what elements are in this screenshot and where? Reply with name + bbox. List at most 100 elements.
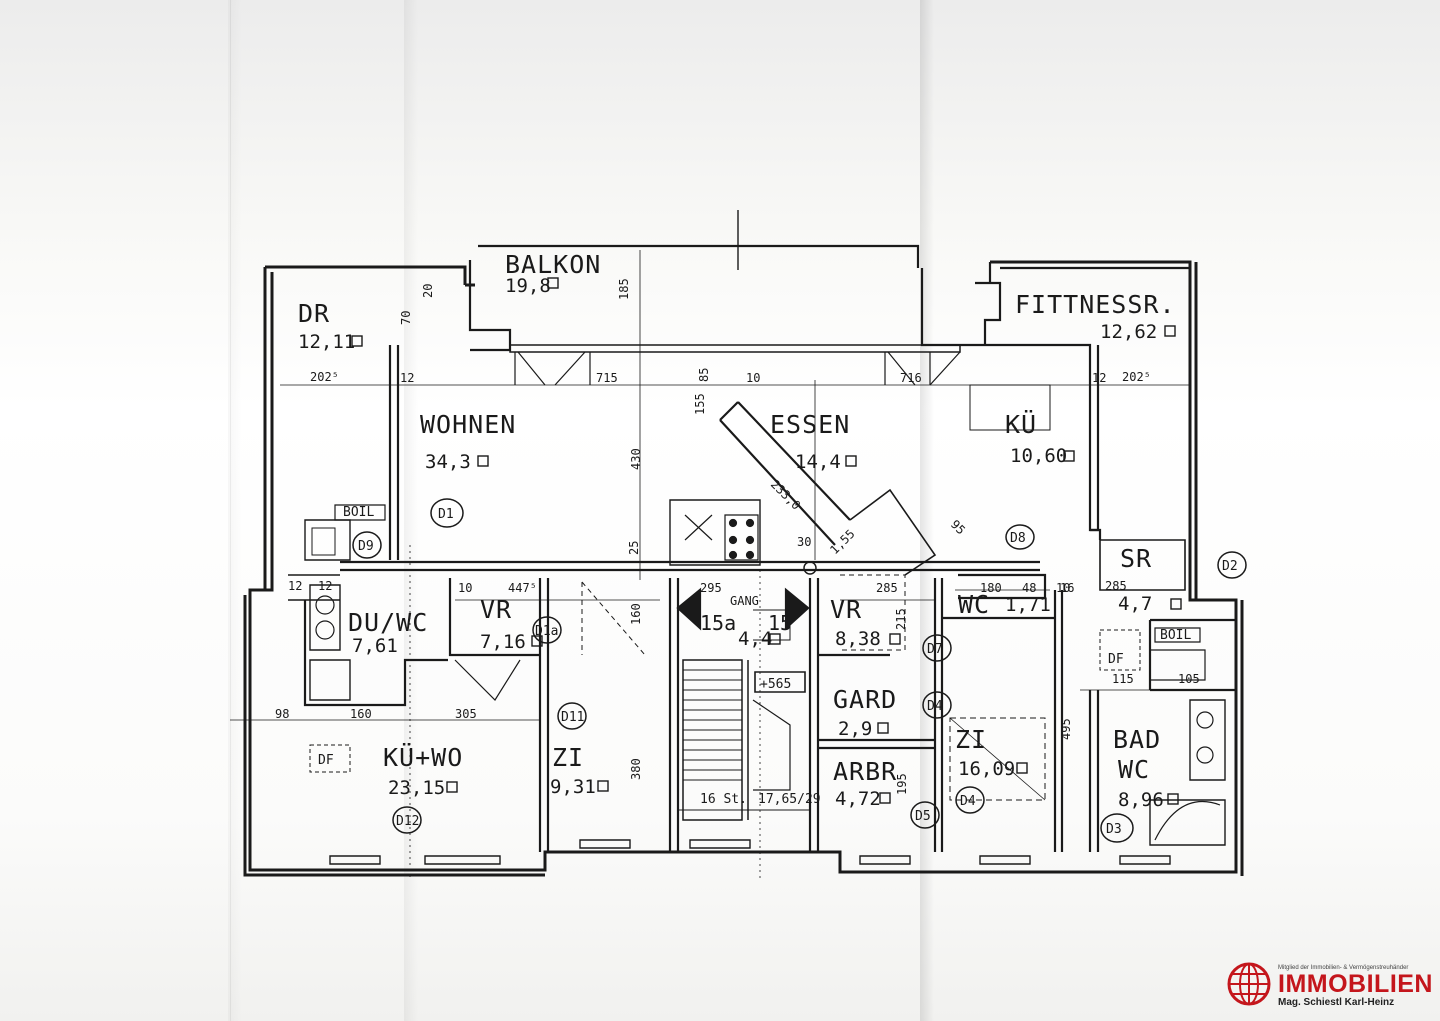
paper-fold xyxy=(228,0,242,1021)
dimension-label: 202⁵ xyxy=(1122,370,1151,384)
dimension-label: 70 xyxy=(399,311,413,325)
dimension-label: 115 xyxy=(1112,672,1134,686)
room-area-fitness: 12,62 xyxy=(1100,321,1157,343)
room-area-vr1: 7,16 xyxy=(480,631,526,653)
dimension-label: 48 xyxy=(1022,581,1036,595)
dimension-label: 20 xyxy=(421,284,435,298)
dimension-label: 233,0 xyxy=(768,477,803,512)
dimension-label: 202⁵ xyxy=(310,370,339,384)
room-area-bad: 8,96 xyxy=(1118,789,1164,811)
dimension-label: 285 xyxy=(1105,579,1127,593)
room-name-kue: KÜ xyxy=(1005,410,1037,439)
door-tag-d1a: D1a xyxy=(535,624,558,639)
paper-fold xyxy=(920,0,934,1021)
room-area-zi1: 9,31 xyxy=(550,776,596,798)
dimension-label: 716 xyxy=(900,371,922,385)
room-name-vr2: VR xyxy=(830,595,862,624)
room-name-bad-wc: WC xyxy=(1118,755,1150,784)
dimension-label: 12 xyxy=(288,579,302,593)
room-name-zi2: ZI xyxy=(955,725,987,754)
company-logo: Mitglied der Immobilien- & Vermögenstreu… xyxy=(1226,961,1433,1009)
boiler-label: BOIL xyxy=(1160,628,1191,643)
level-label: +565 xyxy=(760,677,791,692)
dimension-label: 10 xyxy=(1056,581,1070,595)
dimension-label: 160 xyxy=(629,603,643,625)
boiler-label: BOIL xyxy=(343,505,374,520)
room-area-wc: 1,71 xyxy=(1005,594,1051,616)
dimension-label: 10 xyxy=(458,581,472,595)
room-area-sr: 4,7 xyxy=(1118,593,1152,615)
dimension-label: 180 xyxy=(980,581,1002,595)
room-area-essen: 14,4 xyxy=(795,451,841,473)
door-tag-d3: D3 xyxy=(1106,822,1122,837)
room-name-arbr: ARBR xyxy=(833,757,897,786)
door-tag-d4: D4 xyxy=(927,699,943,714)
door-tag-d12: D12 xyxy=(396,814,419,829)
room-name-gang: GANG xyxy=(730,594,759,608)
door-tag-d5: D5 xyxy=(915,809,931,824)
door-tag-d7: D7 xyxy=(927,642,943,657)
room-area-duwc: 7,61 xyxy=(352,635,398,657)
dimension-label: 215 xyxy=(894,608,908,630)
room-name-wc: WC xyxy=(958,590,990,619)
dimension-label: 185 xyxy=(617,278,631,300)
door-tag-d8: D8 xyxy=(1010,531,1026,546)
dimension-label: 305 xyxy=(455,707,477,721)
room-name-essen: ESSEN xyxy=(770,410,850,439)
stair-ratio: 17,65/29 xyxy=(758,792,821,807)
stair-label-right: 15 xyxy=(768,611,792,635)
door-tag-d4b: D4 xyxy=(960,794,976,809)
room-name-balkon: BALKON xyxy=(505,250,601,279)
room-area-arbr: 4,72 xyxy=(835,788,881,810)
door-tag-d11: D11 xyxy=(561,710,584,725)
room-name-kuewo: KÜ+WO xyxy=(383,743,463,772)
dimension-label: 430 xyxy=(629,448,643,470)
room-area-balkon: 19,8 xyxy=(505,275,551,297)
room-name-zi1: ZI xyxy=(552,743,584,772)
room-area-zi2: 16,09 xyxy=(958,758,1015,780)
room-name-dr: DR xyxy=(298,299,330,328)
room-area-vr2: 8,38 xyxy=(835,628,881,650)
floor-drain-label: DF xyxy=(1108,652,1124,667)
stair-label-left: 15a xyxy=(700,611,736,635)
room-area-gard: 2,9 xyxy=(838,718,872,740)
room-name-sr: SR xyxy=(1120,544,1152,573)
door-tag-d1: D1 xyxy=(438,507,454,522)
stair-steps: 16 St. xyxy=(700,792,747,807)
room-area-kue: 10,60 xyxy=(1010,445,1067,467)
dimension-label: 495 xyxy=(1059,718,1073,740)
door-tag-d2: D2 xyxy=(1222,559,1238,574)
dimension-label: 155 xyxy=(693,393,707,415)
room-area-gang: 4,4 xyxy=(738,628,772,650)
dimension-label: 98 xyxy=(275,707,289,721)
dimension-label: 30 xyxy=(797,535,811,549)
globe-icon xyxy=(1227,962,1271,1006)
dimension-label: 195 xyxy=(895,773,909,795)
dimension-label: 295 xyxy=(700,581,722,595)
room-name-bad: BAD xyxy=(1113,725,1161,754)
dimension-label: 447⁵ xyxy=(508,581,537,595)
dimension-label: 12 xyxy=(400,371,414,385)
dimension-label: 95 xyxy=(948,517,968,537)
dimension-label: 16 xyxy=(1060,581,1074,595)
room-area-wohnen: 34,3 xyxy=(425,451,471,473)
room-name-duwc: DU/WC xyxy=(348,608,428,637)
door-tag-d9: D9 xyxy=(358,539,374,554)
dimension-label: 12 xyxy=(1092,371,1106,385)
room-name-gard: GARD xyxy=(833,685,897,714)
logo-name: IMMOBILIEN xyxy=(1278,970,1433,998)
dimension-label: 715 xyxy=(596,371,618,385)
paper-fold xyxy=(404,0,418,1021)
dimension-label: 1,55 xyxy=(827,527,857,557)
room-name-wohnen: WOHNEN xyxy=(420,410,516,439)
dimension-label: 12 xyxy=(318,579,332,593)
dimension-label: 160 xyxy=(350,707,372,721)
dimension-label: 10 xyxy=(746,371,760,385)
dimension-label: 380 xyxy=(629,758,643,780)
room-area-kuewo: 23,15 xyxy=(388,777,445,799)
dimension-label: 105 xyxy=(1178,672,1200,686)
room-area-dr: 12,11 xyxy=(298,331,355,353)
floor-drain-label: DF xyxy=(318,753,334,768)
dimension-label: 25 xyxy=(627,541,641,555)
